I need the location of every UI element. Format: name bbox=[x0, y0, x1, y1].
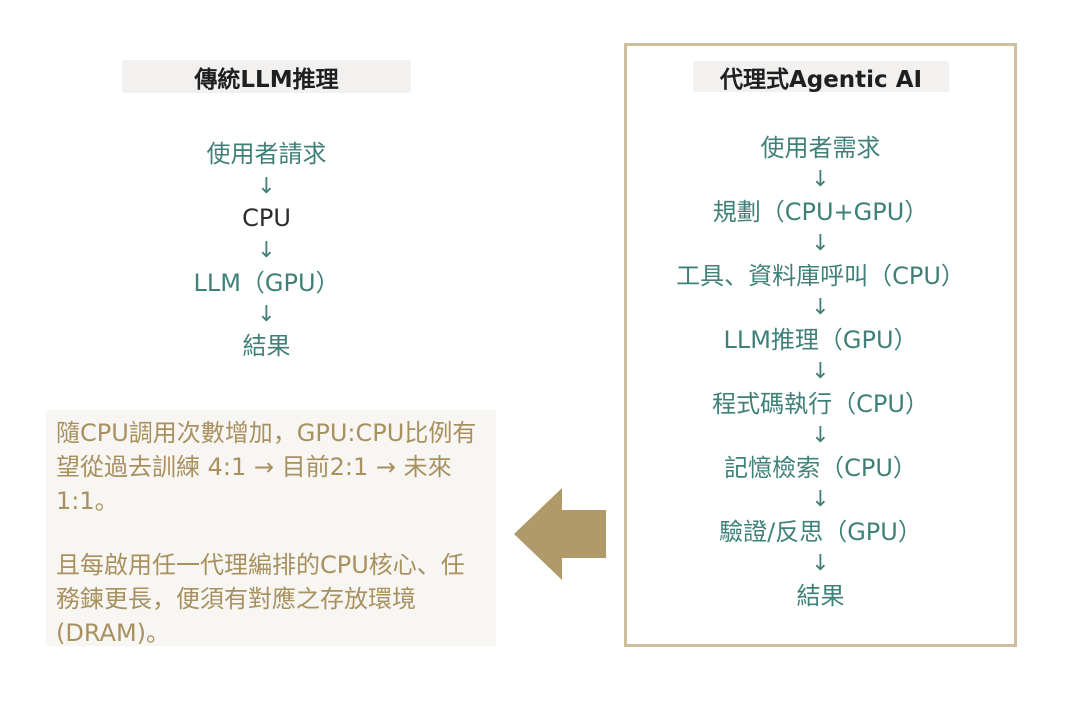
traditional-llm-title: 傳統LLM推理 bbox=[194, 66, 339, 93]
flow-step-result: 結果 bbox=[796, 582, 845, 610]
down-arrow-icon: ↓ bbox=[811, 231, 830, 256]
note-paragraph-dram: 且每啟用任一代理編排的CPU核心、任務鍊更長，便須有對應之存放環境(DRAM)。 bbox=[56, 551, 465, 647]
flow-step-memory-retrieval: 記憶檢索（CPU） bbox=[724, 454, 917, 482]
flow-step-verify-reflect: 驗證/反思（GPU） bbox=[719, 518, 922, 546]
flow-step-tool-db-call: 工具、資料庫呼叫（CPU） bbox=[676, 262, 965, 290]
down-arrow-icon: ↓ bbox=[257, 238, 276, 263]
flow-step-user-demand: 使用者需求 bbox=[760, 134, 881, 162]
down-arrow-icon: ↓ bbox=[811, 295, 830, 320]
down-arrow-icon: ↓ bbox=[811, 423, 830, 448]
down-arrow-icon: ↓ bbox=[811, 359, 830, 384]
traditional-llm-header: 傳統LLM推理 bbox=[122, 60, 411, 93]
flow-step-cpu: CPU bbox=[242, 204, 291, 232]
flow-step-code-execution: 程式碼執行（CPU） bbox=[712, 390, 929, 418]
flow-step-llm-gpu: LLM（GPU） bbox=[193, 269, 340, 297]
down-arrow-icon: ↓ bbox=[257, 174, 276, 199]
arrow-left-icon bbox=[514, 488, 606, 580]
flow-step-planning: 規劃（CPU+GPU） bbox=[712, 198, 929, 226]
down-arrow-icon: ↓ bbox=[257, 302, 276, 327]
down-arrow-icon: ↓ bbox=[811, 551, 830, 576]
flow-step-llm-inference: LLM推理（GPU） bbox=[723, 326, 918, 354]
agentic-ai-title: 代理式Agentic AI bbox=[719, 66, 923, 93]
down-arrow-icon: ↓ bbox=[811, 487, 830, 512]
cpu-ratio-note: 隨CPU調用次數增加，GPU:CPU比例有望從過去訓練 4:1 → 目前2:1 … bbox=[46, 410, 496, 647]
flow-step-user-request: 使用者請求 bbox=[206, 140, 327, 168]
flow-step-result: 結果 bbox=[242, 332, 291, 360]
down-arrow-icon: ↓ bbox=[811, 167, 830, 192]
note-paragraph-ratio: 隨CPU調用次數增加，GPU:CPU比例有望從過去訓練 4:1 → 目前2:1 … bbox=[56, 419, 477, 515]
agentic-ai-header: 代理式Agentic AI bbox=[693, 61, 949, 93]
agentic-flow-box bbox=[624, 43, 1017, 647]
